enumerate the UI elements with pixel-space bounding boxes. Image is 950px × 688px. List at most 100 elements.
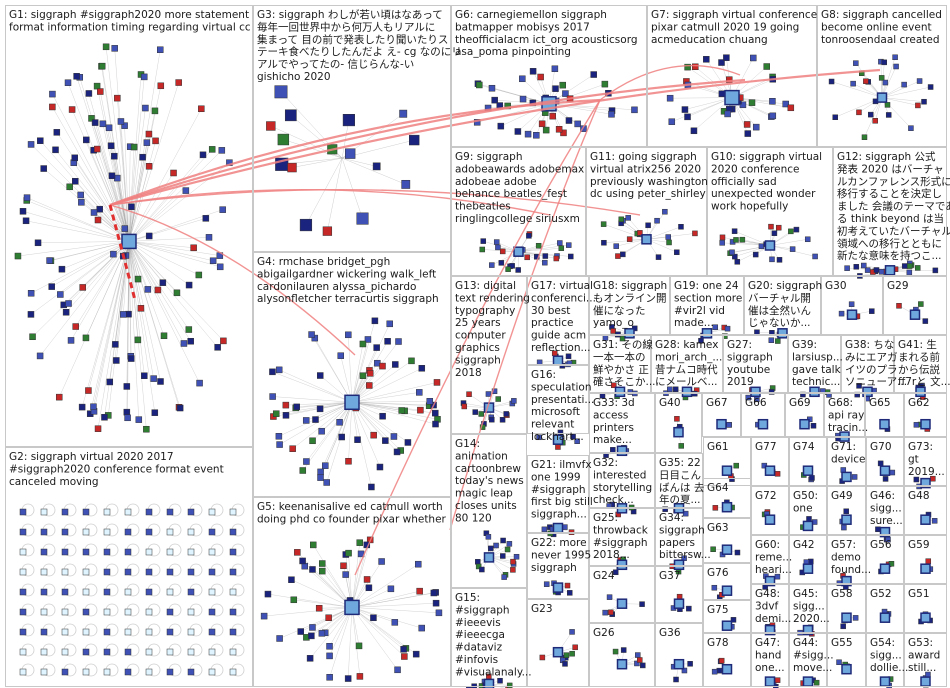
cluster-node: [379, 362, 386, 370]
cluster-node: [873, 267, 880, 273]
isolate-node: [208, 508, 216, 516]
cluster-node: [537, 73, 544, 81]
group-box-g31: [589, 335, 651, 393]
cluster-node: [505, 266, 511, 272]
isolate-node: [208, 668, 216, 676]
group-box-g24: [589, 566, 655, 623]
cluster-node: [117, 118, 125, 125]
cluster-node: [106, 378, 114, 386]
group-label-g2: G2: siggraph virtual 2020 2017#siggraph2…: [9, 451, 224, 488]
hub-node-g74: [802, 465, 814, 476]
hub-node-g19: [701, 328, 713, 339]
hub-node-g22: [552, 582, 564, 593]
cluster-node: [734, 549, 741, 556]
group-label-g54: G54:sigg...dollie...: [870, 637, 908, 674]
group-box-g13: [451, 276, 527, 434]
hub-node-g4: [344, 394, 360, 411]
cluster-node: [672, 386, 679, 393]
cluster-node: [771, 230, 778, 236]
cluster-node: [861, 134, 868, 140]
cluster-node: [620, 647, 627, 653]
isolate-node: [124, 548, 132, 556]
group-label-g64: G64: [707, 482, 729, 494]
cluster-node: [472, 409, 478, 415]
cluster-node: [557, 240, 563, 246]
cluster-node: [302, 417, 310, 424]
cluster-node: [430, 589, 438, 597]
cluster-node: [489, 416, 495, 423]
cluster-node: [878, 75, 885, 81]
isolate-node: [187, 568, 195, 576]
group-box-g38: [841, 335, 894, 393]
cluster-node: [863, 78, 869, 84]
cluster-node: [293, 403, 300, 411]
hub-node-g16: [552, 434, 564, 445]
cluster-node: [813, 679, 820, 686]
hub-node-g29: [909, 309, 921, 320]
cluster-node: [892, 54, 898, 61]
highlight-edge: [109, 189, 641, 216]
isolate-node: [208, 548, 216, 556]
g3-node: [342, 114, 355, 127]
cluster-node: [626, 236, 633, 242]
cluster-node: [418, 624, 425, 632]
cluster-node: [678, 224, 684, 230]
cluster-node: [382, 437, 389, 444]
group-box-g11: [586, 147, 707, 276]
cluster-node: [112, 341, 119, 348]
cluster-node: [113, 357, 120, 364]
cluster-node: [776, 257, 783, 263]
cluster-node: [55, 393, 63, 401]
cluster-node: [676, 593, 683, 600]
group-box-g16: [527, 365, 589, 434]
cluster-node: [524, 130, 532, 138]
hub-node-g39: [809, 386, 820, 398]
cluster-node: [510, 567, 516, 573]
hub-node-g59: [920, 563, 931, 574]
cluster-node: [495, 396, 501, 402]
cluster-node: [574, 120, 581, 128]
cluster-node: [64, 79, 72, 86]
hub-node-g15: [483, 678, 495, 688]
isolate-node: [19, 508, 27, 516]
cluster-node: [497, 122, 505, 130]
cluster-node: [567, 590, 573, 596]
hub-node-g25: [616, 559, 628, 571]
cluster-node: [542, 126, 550, 134]
cluster-node: [635, 652, 641, 658]
cluster-node: [475, 559, 481, 565]
isolate-node: [82, 508, 90, 516]
cluster-node: [690, 127, 698, 135]
cluster-node: [536, 434, 542, 441]
cluster-node: [187, 337, 194, 345]
isolate-node: [103, 548, 111, 556]
cluster-node: [316, 405, 324, 413]
cluster-node: [34, 239, 42, 247]
hub-node-g41: [915, 386, 926, 398]
cluster-node: [152, 137, 159, 145]
cluster-node: [812, 253, 818, 260]
cluster-node: [317, 468, 324, 476]
cluster-node: [768, 389, 775, 395]
cluster-node: [872, 118, 878, 124]
cluster-node: [553, 255, 560, 262]
cluster-node: [159, 279, 167, 286]
cluster-node: [312, 416, 319, 423]
cluster-node: [851, 474, 858, 480]
cluster-node: [386, 320, 393, 328]
group-box-g32: [589, 453, 655, 508]
cluster-node: [322, 462, 329, 469]
group-label-g46: G46:sigg...sure...: [870, 490, 903, 527]
cluster-node: [549, 112, 556, 120]
group-label-g78: G78: [707, 637, 729, 649]
group-box-g39: [788, 335, 841, 393]
cluster-node: [387, 585, 395, 593]
isolate-node: [229, 648, 237, 656]
group-box-g5: [253, 497, 451, 687]
cluster-node: [877, 460, 884, 467]
cluster-node: [141, 372, 148, 379]
